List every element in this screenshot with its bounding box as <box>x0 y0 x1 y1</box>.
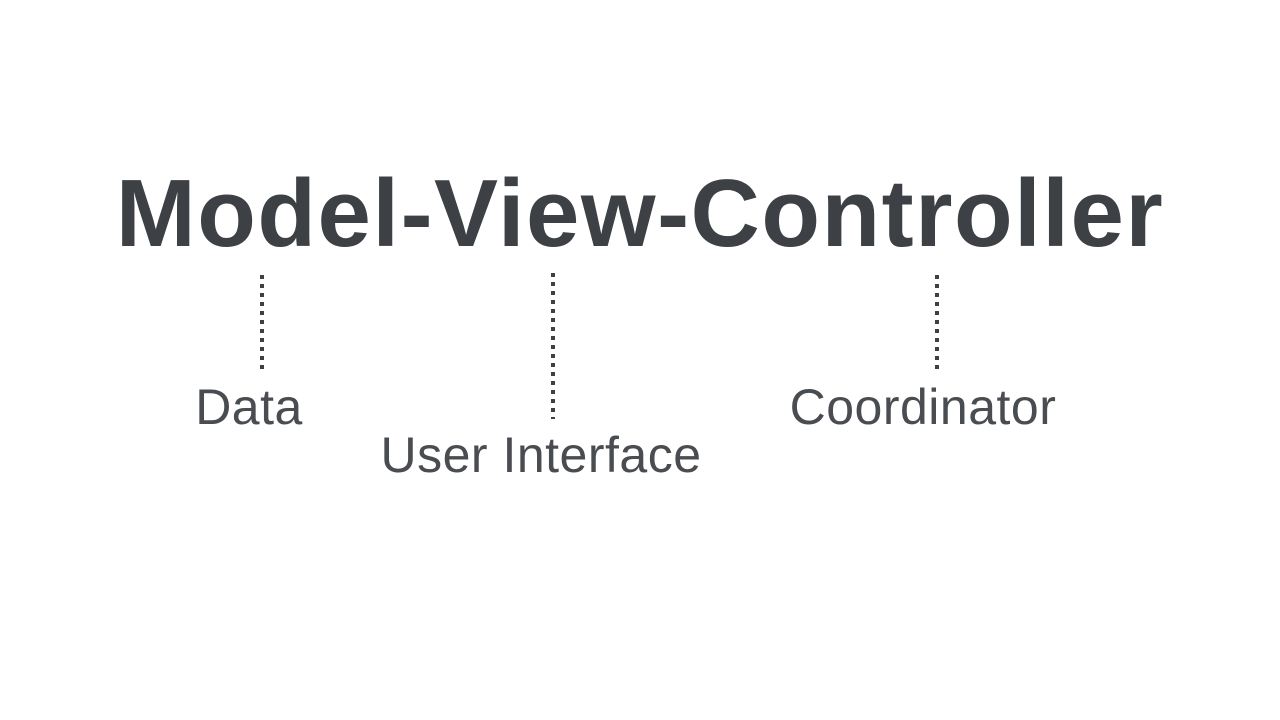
dotted-connector-view <box>551 273 555 419</box>
label-controller-annotation: Coordinator <box>789 379 1057 435</box>
dotted-connector-model <box>260 275 264 369</box>
label-view-annotation: User Interface <box>380 427 702 483</box>
label-model-annotation: Data <box>195 379 303 435</box>
page-title: Model-View-Controller <box>115 160 1165 267</box>
dotted-connector-controller <box>935 275 939 369</box>
